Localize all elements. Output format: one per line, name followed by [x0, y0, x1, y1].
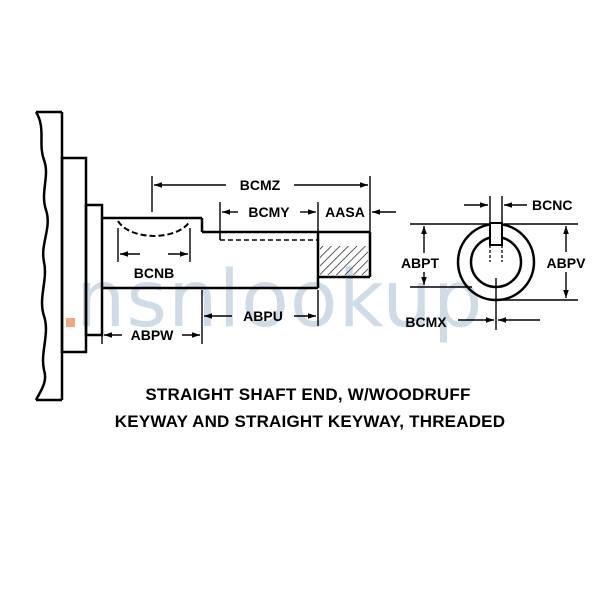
dim-bcmz: BCMZ — [151, 176, 371, 232]
dim-aasa: AASA — [325, 204, 396, 220]
label-abpv: ABPV — [547, 255, 587, 271]
straight-keyway — [219, 232, 318, 241]
housing — [34, 110, 104, 402]
woodruff-keyway — [117, 220, 191, 237]
watermark-text: nsnlookup — [76, 255, 483, 345]
label-abpt: ABPT — [401, 255, 440, 271]
dim-bcnb: BCNB — [117, 228, 191, 281]
dim-abpu: ABPU — [204, 290, 319, 326]
caption-line-1: STRAIGHT SHAFT END, W/WOODRUFF — [145, 385, 470, 404]
label-abpw: ABPW — [131, 327, 175, 343]
caption-line-2: KEYWAY AND STRAIGHT KEYWAY, THREADED — [115, 412, 505, 431]
dim-abpw: ABPW — [101, 290, 203, 344]
label-bcnc: BCNC — [532, 197, 572, 213]
thread-hatch — [320, 246, 368, 275]
shaft-shoulder — [84, 203, 104, 337]
label-bcmz: BCMZ — [240, 177, 281, 193]
label-aasa: AASA — [325, 204, 365, 220]
label-bcnb: BCNB — [134, 265, 174, 281]
label-bcmy: BCMY — [248, 204, 290, 220]
dim-abpv: ABPV — [500, 223, 587, 301]
label-bcmx: BCMX — [405, 314, 447, 330]
dim-abpt: ABPT — [401, 223, 490, 288]
shaft — [102, 216, 372, 290]
label-abpu: ABPU — [243, 308, 283, 324]
dim-bcmx: BCMX — [405, 278, 540, 330]
break-line — [34, 111, 49, 401]
dim-bcmy: BCMY — [219, 202, 319, 232]
keyway-slot — [489, 222, 503, 246]
caption: STRAIGHT SHAFT END, W/WOODRUFF KEYWAY AN… — [115, 385, 505, 431]
watermark-accent — [66, 318, 75, 327]
watermark: nsnlookup — [66, 255, 483, 345]
dim-bcnc: BCNC — [464, 196, 572, 222]
